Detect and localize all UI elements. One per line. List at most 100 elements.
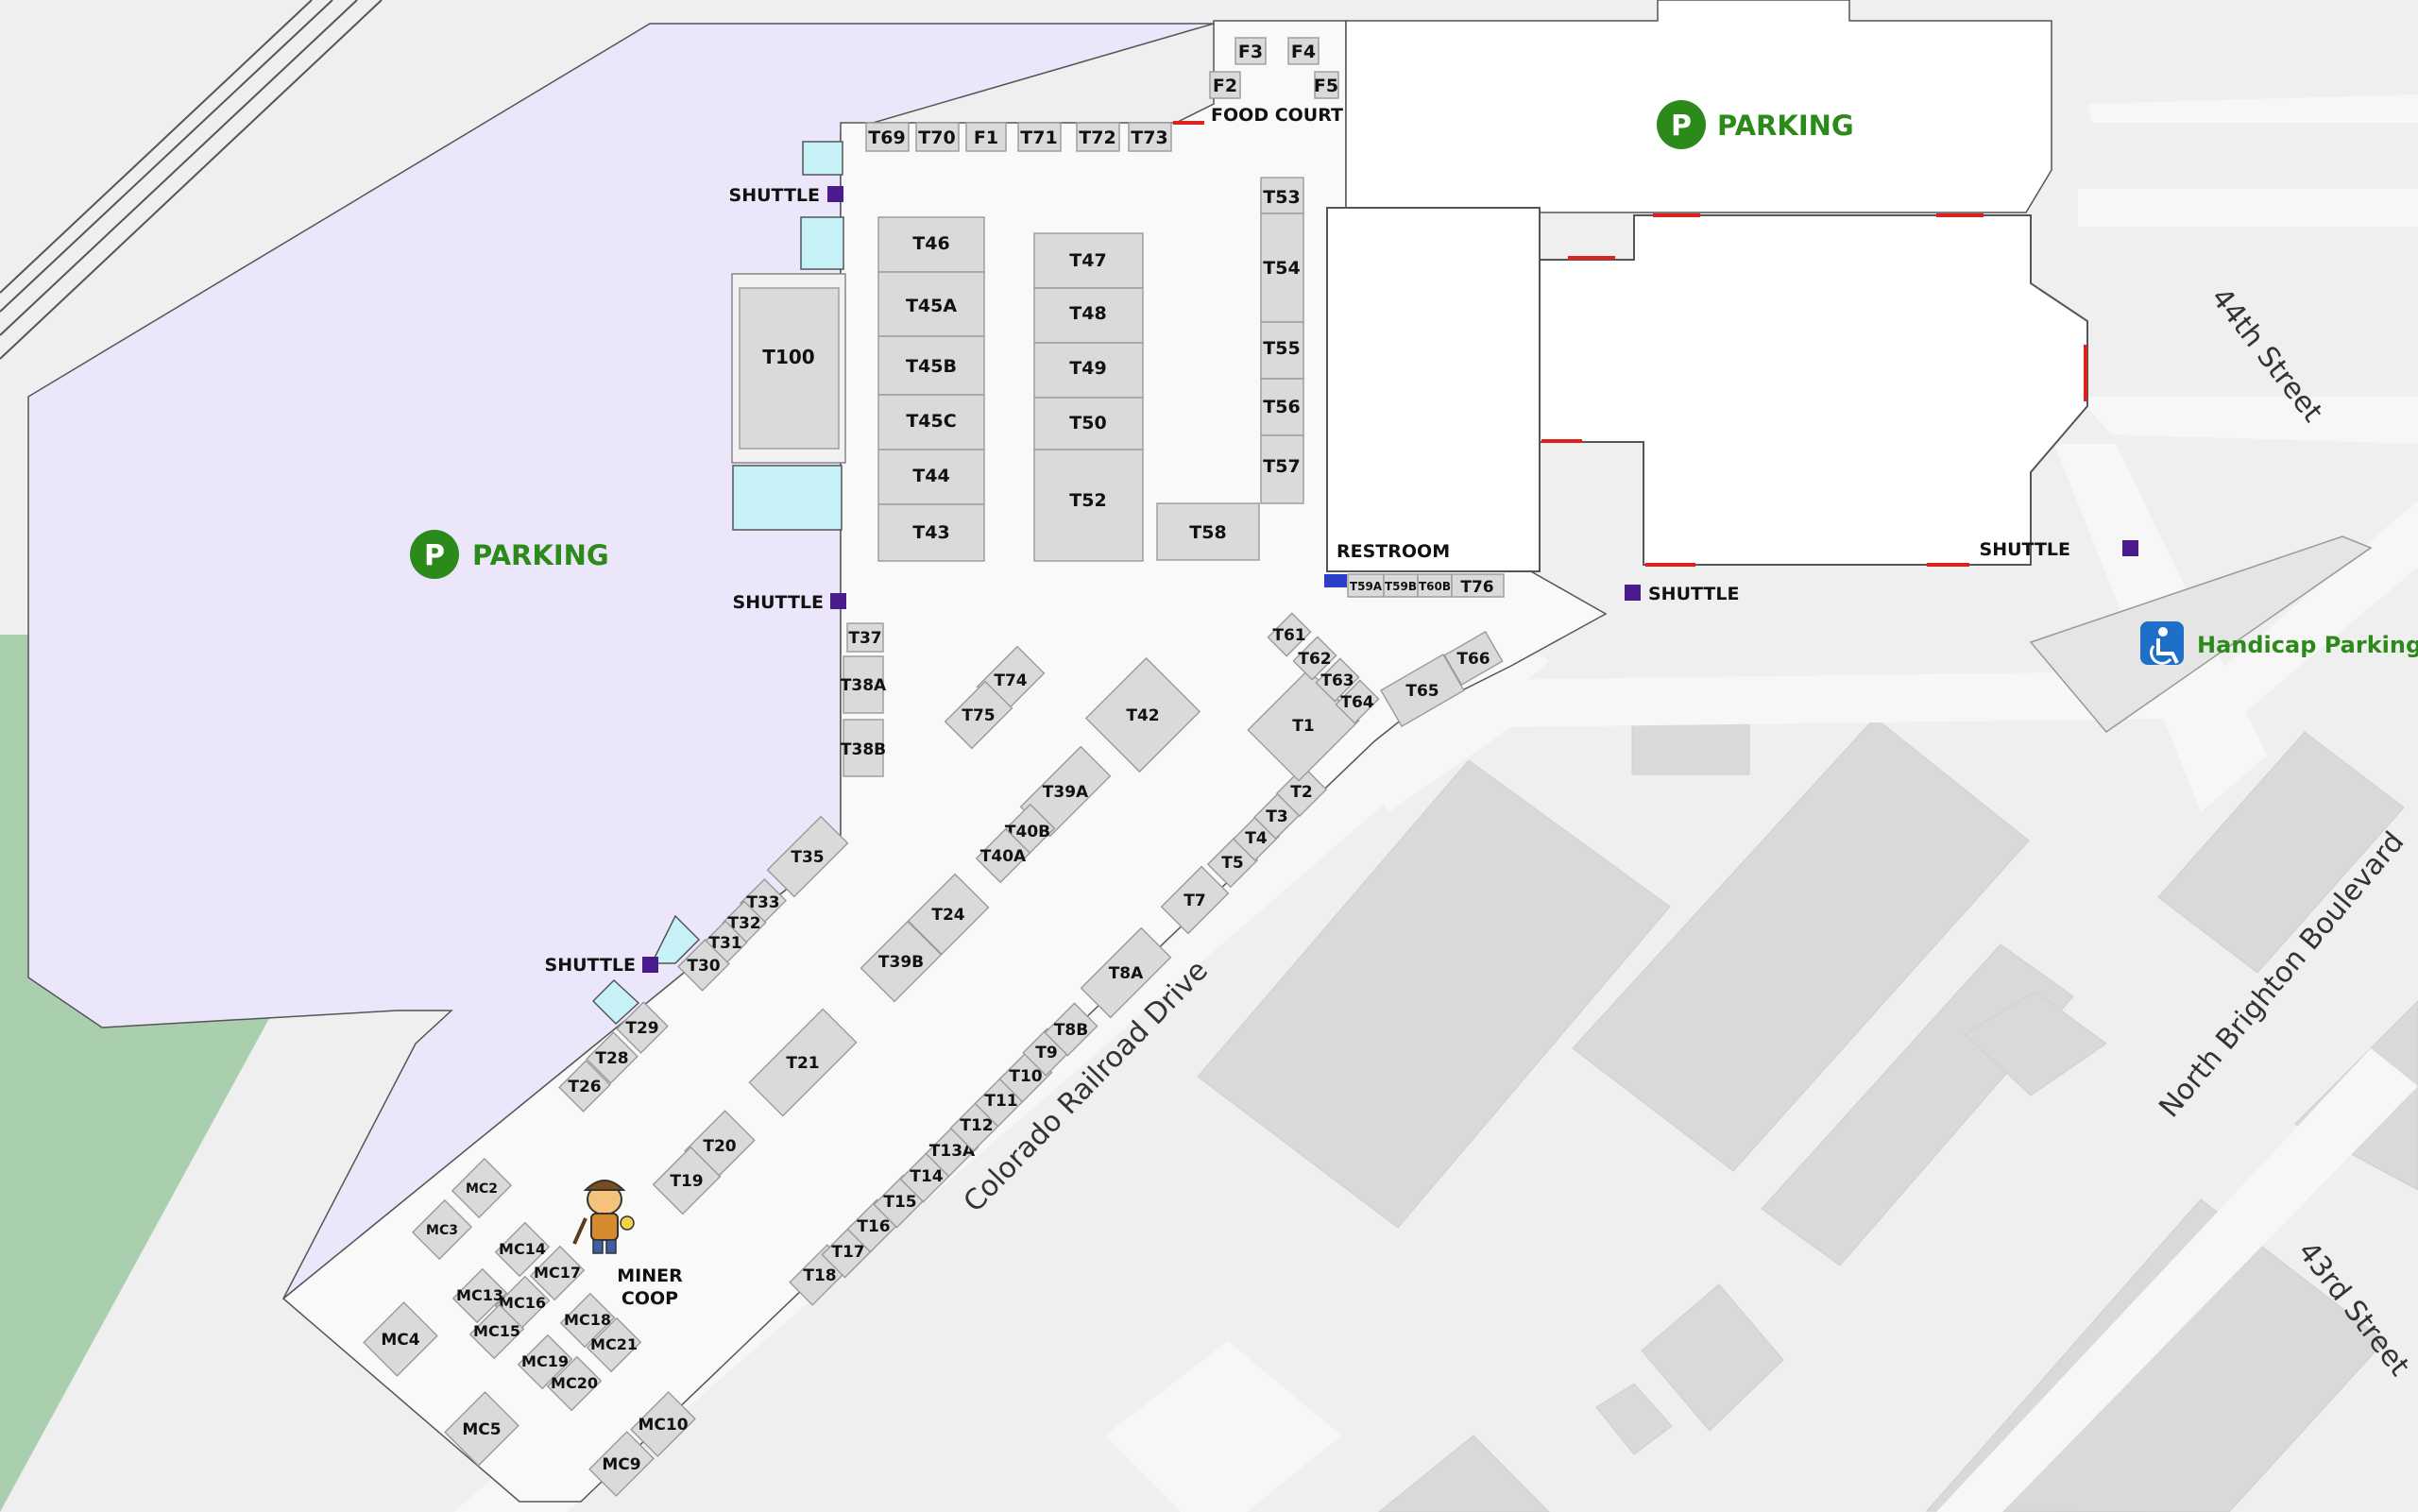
booth-t65[interactable]: T65 <box>1380 653 1465 728</box>
parking-label-north: P PARKING <box>1657 100 1854 149</box>
booth-t59b[interactable]: T59B <box>1383 573 1419 598</box>
svg-text:T40A: T40A <box>980 847 1027 866</box>
booth-t21[interactable]: T21 <box>748 1008 858 1117</box>
booth-t44[interactable]: T44 <box>877 449 985 505</box>
booth-t61[interactable]: T61 <box>1263 609 1315 661</box>
shuttle-stop-3[interactable]: SHUTTLE <box>545 955 658 976</box>
svg-text:T21: T21 <box>786 1054 819 1073</box>
booth-mc15[interactable]: MC15 <box>465 1299 530 1364</box>
booth-f1[interactable]: F1 <box>965 122 1007 152</box>
svg-text:T14: T14 <box>910 1167 943 1186</box>
booth-f5[interactable]: F5 <box>1314 71 1339 99</box>
booth-mc2[interactable]: MC2 <box>451 1157 513 1219</box>
booth-t50[interactable]: T50 <box>1033 397 1144 450</box>
booth-mc20[interactable]: MC20 <box>542 1351 607 1416</box>
booth-t70[interactable]: T70 <box>915 122 960 152</box>
booth-t24[interactable]: T24 <box>907 873 990 956</box>
booth-t40a[interactable]: T40A <box>971 824 1036 889</box>
booth-t54[interactable]: T54 <box>1260 212 1304 323</box>
booth-t8a[interactable]: T8A <box>1080 926 1172 1019</box>
booth-t60b[interactable]: T60B <box>1417 573 1453 598</box>
booth-t30[interactable]: T30 <box>677 939 730 993</box>
booth-t46[interactable]: T46 <box>877 216 985 273</box>
svg-text:MC9: MC9 <box>602 1455 640 1474</box>
booth-t62[interactable]: T62 <box>1288 633 1340 685</box>
svg-text:T29: T29 <box>625 1019 658 1038</box>
shuttle-stop-2[interactable]: SHUTTLE <box>733 592 846 613</box>
booth-t39a[interactable]: T39A <box>1019 745 1113 839</box>
booth-mc5[interactable]: MC5 <box>444 1391 519 1467</box>
booth-mc13[interactable]: MC13 <box>448 1263 513 1328</box>
booth-t2[interactable]: T2 <box>1275 765 1328 818</box>
booth-t43[interactable]: T43 <box>877 503 985 562</box>
booth-f2[interactable]: F2 <box>1209 71 1241 99</box>
booth-t58[interactable]: T58 <box>1156 502 1260 561</box>
booth-t76[interactable]: T76 <box>1451 573 1505 598</box>
booth-t52[interactable]: T52 <box>1033 449 1144 562</box>
svg-text:T35: T35 <box>791 848 824 867</box>
svg-text:T19: T19 <box>670 1172 703 1191</box>
miner-coop-label-line2: COOP <box>622 1288 678 1309</box>
booth-mc17[interactable]: MC17 <box>525 1240 590 1305</box>
svg-text:T74: T74 <box>994 671 1027 690</box>
booth-f4[interactable]: F4 <box>1287 37 1320 65</box>
booth-t100[interactable]: T100 <box>739 287 840 450</box>
booth-t19[interactable]: T19 <box>652 1146 722 1215</box>
booth-t56[interactable]: T56 <box>1260 378 1304 436</box>
booth-t45a[interactable]: T45A <box>877 271 985 337</box>
booth-t59a[interactable]: T59A <box>1347 573 1385 598</box>
booth-t28[interactable]: T28 <box>586 1031 639 1085</box>
svg-text:T16: T16 <box>857 1217 890 1236</box>
booth-mc10[interactable]: MC10 <box>627 1388 699 1460</box>
booth-t73[interactable]: T73 <box>1128 122 1172 152</box>
booth-t64[interactable]: T64 <box>1331 676 1383 728</box>
booth-t37[interactable]: T37 <box>846 622 884 653</box>
handicap-parking[interactable]: Handicap Parking <box>2140 621 2418 665</box>
booth-t66[interactable]: T66 <box>1443 630 1504 687</box>
booth-mc3[interactable]: MC3 <box>411 1198 473 1261</box>
svg-text:T39B: T39B <box>878 953 924 972</box>
shuttle-icon <box>830 593 846 609</box>
svg-text:F2: F2 <box>1213 76 1237 96</box>
booth-t71[interactable]: T71 <box>1017 122 1062 152</box>
booth-t47[interactable]: T47 <box>1033 232 1144 289</box>
svg-text:T18: T18 <box>803 1266 836 1285</box>
booth-t26[interactable]: T26 <box>558 1060 611 1113</box>
booth-t63[interactable]: T63 <box>1311 654 1363 706</box>
booth-mc18[interactable]: MC18 <box>555 1287 621 1352</box>
svg-text:MC4: MC4 <box>381 1331 419 1350</box>
booth-t38b[interactable]: T38B <box>841 719 886 777</box>
booth-mc19[interactable]: MC19 <box>513 1329 578 1394</box>
booth-t55[interactable]: T55 <box>1260 321 1304 380</box>
booth-t72[interactable]: T72 <box>1076 122 1120 152</box>
shuttle-stop-1[interactable]: SHUTTLE <box>729 185 843 206</box>
booth-t8b[interactable]: T8B <box>1044 1002 1099 1058</box>
booth-t35[interactable]: T35 <box>766 815 849 898</box>
booth-mc21[interactable]: MC21 <box>582 1312 647 1377</box>
shuttle-stop-5[interactable]: SHUTTLE <box>1980 539 2138 560</box>
svg-text:T46: T46 <box>912 233 949 254</box>
booth-t49[interactable]: T49 <box>1033 342 1144 399</box>
svg-text:T45B: T45B <box>906 356 957 377</box>
railroad-tracks <box>0 0 383 360</box>
booth-mc14[interactable]: MC14 <box>490 1216 555 1282</box>
booth-mc9[interactable]: MC9 <box>588 1431 655 1497</box>
booth-t38a[interactable]: T38A <box>841 655 887 714</box>
booth-t48[interactable]: T48 <box>1033 287 1144 344</box>
booth-t29[interactable]: T29 <box>616 1001 669 1055</box>
booth-t53[interactable]: T53 <box>1260 177 1304 214</box>
booth-t69[interactable]: T69 <box>865 122 910 152</box>
svg-text:T43: T43 <box>912 522 949 543</box>
booth-t45c[interactable]: T45C <box>877 394 985 450</box>
svg-text:T76: T76 <box>1460 578 1493 597</box>
svg-text:MC14: MC14 <box>499 1240 546 1258</box>
booth-t42[interactable]: T42 <box>1084 656 1201 773</box>
booth-t75[interactable]: T75 <box>944 680 1013 750</box>
shuttle-stop-4[interactable]: SHUTTLE <box>1625 584 1739 604</box>
booth-f3[interactable]: F3 <box>1235 37 1267 65</box>
booth-t7[interactable]: T7 <box>1160 865 1230 935</box>
booth-mc4[interactable]: MC4 <box>363 1301 438 1377</box>
booth-t57[interactable]: T57 <box>1260 434 1304 504</box>
booth-t39b[interactable]: T39B <box>860 920 943 1003</box>
booth-t45b[interactable]: T45B <box>877 335 985 396</box>
